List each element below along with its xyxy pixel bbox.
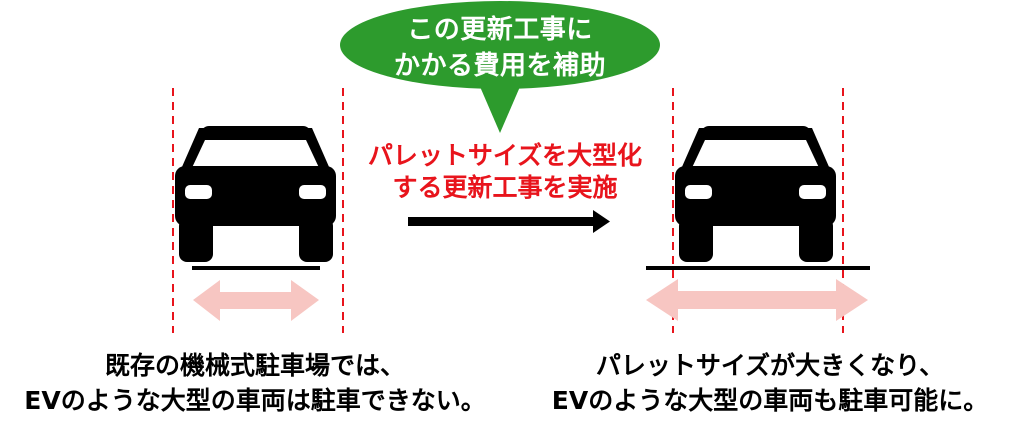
- left-width-arrow-icon: [193, 280, 319, 321]
- right-width-arrow-icon: [646, 279, 868, 321]
- renovation-text: パレットサイズを大型化 する更新工事を実施: [340, 140, 670, 204]
- subsidy-bubble-text: この更新工事に かかる費用を補助: [352, 12, 648, 84]
- speech-bubble: [340, 1, 660, 133]
- right-pallet: [646, 266, 870, 270]
- left-caption-line-2: EVのような大型の車両は駐車できない。: [24, 386, 486, 415]
- left-caption-line-1: 既存の機械式駐車場では、: [104, 351, 405, 380]
- right-car-icon: [675, 126, 836, 262]
- process-arrow-icon: [408, 210, 610, 233]
- bubble-line-2: かかる費用を補助: [393, 51, 606, 81]
- right-caption: パレットサイズが大きくなり、 EVのような大型の車両も駐車可能に。: [520, 348, 1020, 418]
- right-caption-line-2: EVのような大型の車両も駐車可能に。: [551, 386, 989, 415]
- left-caption: 既存の機械式駐車場では、 EVのような大型の車両は駐車できない。: [10, 348, 500, 418]
- left-pallet: [192, 266, 320, 270]
- right-caption-line-1: パレットサイズが大きくなり、: [595, 351, 945, 380]
- left-car-icon: [175, 126, 336, 262]
- bubble-line-1: この更新工事に: [407, 15, 593, 45]
- renovation-line-1: パレットサイズを大型化: [367, 141, 643, 170]
- renovation-line-2: する更新工事を実施: [392, 173, 618, 202]
